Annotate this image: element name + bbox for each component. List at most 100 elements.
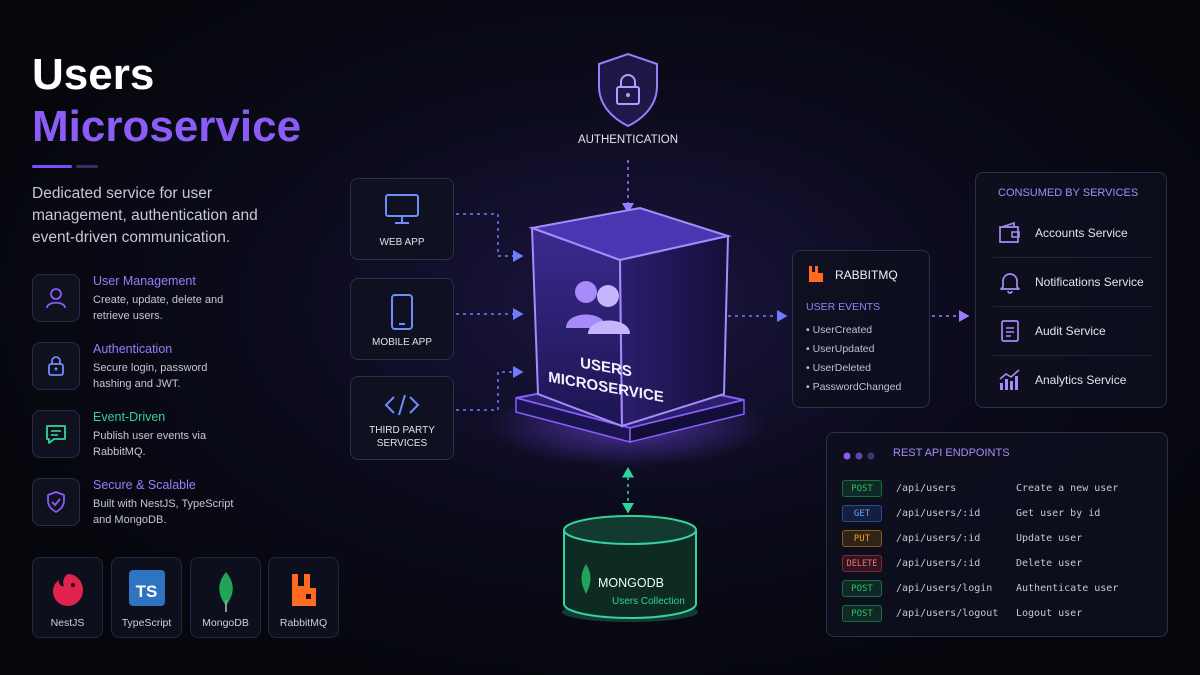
event-item: • PasswordChanged xyxy=(806,381,902,393)
feature-desc: Secure login, password hashing and JWT. xyxy=(93,362,208,390)
feature-authentication: Authentication Secure login, password ha… xyxy=(32,338,312,396)
typescript-badge: TS xyxy=(128,570,165,606)
method-badge-get: GET xyxy=(842,505,882,522)
method-badge-post: POST xyxy=(842,480,882,497)
method-badge-delete: DELETE xyxy=(842,555,882,572)
user-icon xyxy=(32,274,80,322)
service-name: Audit Service xyxy=(1035,324,1106,338)
feature-title: Secure & Scalable xyxy=(93,478,196,492)
tech-label: RabbitMQ xyxy=(279,617,328,629)
endpoint-path: /api/users/login xyxy=(896,583,993,594)
tech-label: TypeScript xyxy=(121,617,172,629)
rabbitmq-panel: RABBITMQ USER EVENTS • UserCreated • Use… xyxy=(792,250,930,408)
mongodb-leaf-icon xyxy=(191,570,260,612)
feature-title: Authentication xyxy=(93,342,173,356)
document-icon xyxy=(997,318,1023,349)
shield-check-icon xyxy=(32,478,80,526)
endpoint-path: /api/users/:id xyxy=(896,508,981,519)
endpoint-desc: Logout user xyxy=(1016,608,1083,619)
service-accounts: Accounts Service xyxy=(993,214,1153,254)
feature-desc: Built with NestJS, TypeScript and MongoD… xyxy=(93,498,234,526)
tech-rabbitmq: RabbitMQ xyxy=(268,557,339,638)
method-badge-put: PUT xyxy=(842,530,882,547)
monitor-icon xyxy=(351,193,453,225)
user-events-label: USER EVENTS xyxy=(806,301,881,313)
endpoint-row: GET /api/users/:id Get user by id xyxy=(842,503,1152,525)
consumers-panel xyxy=(975,172,1167,408)
page-title-line2: Microservice xyxy=(32,102,302,151)
feature-secure-scalable: Secure & Scalable Built with NestJS, Typ… xyxy=(32,474,312,532)
method-badge-post: POST xyxy=(842,580,882,597)
lock-icon xyxy=(32,342,80,390)
endpoint-path: /api/users/:id xyxy=(896,533,981,544)
bell-icon xyxy=(997,269,1023,300)
api-endpoints-panel xyxy=(826,432,1168,637)
service-name: Accounts Service xyxy=(1035,226,1128,240)
service-analytics: Analytics Service xyxy=(993,361,1153,401)
authentication-shield-icon xyxy=(591,50,665,130)
code-icon xyxy=(351,391,453,419)
endpoint-desc: Authenticate user xyxy=(1016,583,1119,594)
service-notifications: Notifications Service xyxy=(993,263,1153,303)
endpoint-row: PUT /api/users/:id Update user xyxy=(842,528,1152,550)
tech-label: MongoDB xyxy=(202,617,249,629)
page-title-line1: Users xyxy=(32,50,155,99)
event-name: UserCreated xyxy=(812,324,873,336)
feature-title: Event-Driven xyxy=(93,410,166,424)
users-group-icon xyxy=(562,276,634,343)
endpoint-path: /api/users xyxy=(896,483,957,494)
event-name: UserUpdated xyxy=(812,343,875,355)
title-underline xyxy=(32,165,72,168)
feature-user-management: User Management Create, update, delete a… xyxy=(32,270,312,328)
rabbitmq-logo-icon xyxy=(807,265,825,288)
separator xyxy=(993,257,1153,258)
users-microservice-core: USERS MICROSERVICE xyxy=(480,180,770,480)
client-third-party: THIRD PARTY SERVICES xyxy=(350,376,454,460)
endpoint-path: /api/users/logout xyxy=(896,608,999,619)
endpoint-desc: Delete user xyxy=(1016,558,1083,569)
endpoint-desc: Update user xyxy=(1016,533,1083,544)
endpoint-row: POST /api/users Create a new user xyxy=(842,478,1152,500)
endpoint-desc: Get user by id xyxy=(1016,508,1101,519)
event-item: • UserDeleted xyxy=(806,362,871,374)
endpoint-row: DELETE /api/users/:id Delete user xyxy=(842,553,1152,575)
service-audit: Audit Service xyxy=(993,312,1153,352)
client-web-app: WEB APP xyxy=(350,178,454,260)
event-name: UserDeleted xyxy=(812,362,871,374)
message-icon xyxy=(32,410,80,458)
feature-event-driven: Event-Driven Publish user events via Rab… xyxy=(32,406,312,464)
endpoint-row: POST /api/users/logout Logout user xyxy=(842,603,1152,625)
typescript-logo-icon: TS xyxy=(112,570,181,606)
consumers-title: CONSUMED BY SERVICES xyxy=(998,187,1139,199)
method-badge-post: POST xyxy=(842,605,882,622)
event-item: • UserUpdated xyxy=(806,343,875,355)
mongodb-database: MONGODB Users Collection xyxy=(560,512,700,624)
client-mobile-app: MOBILE APP xyxy=(350,278,454,360)
separator xyxy=(993,355,1153,356)
feature-title: User Management xyxy=(93,274,196,288)
api-title: REST API ENDPOINTS xyxy=(893,447,1010,459)
tech-nestjs: NestJS xyxy=(32,557,103,638)
endpoint-row: POST /api/users/login Authenticate user xyxy=(842,578,1152,600)
event-item: • UserCreated xyxy=(806,324,873,336)
tech-label: NestJS xyxy=(50,617,85,629)
rabbitmq-title: RABBITMQ xyxy=(835,268,898,282)
smartphone-icon xyxy=(351,293,453,331)
client-label: THIRD PARTY SERVICES xyxy=(369,425,435,449)
page-description: Dedicated service for user management, a… xyxy=(32,185,258,246)
rabbitmq-logo-icon xyxy=(269,570,338,610)
db-subtitle: Users Collection xyxy=(612,596,685,607)
feature-desc: Create, update, delete and retrieve user… xyxy=(93,294,224,322)
db-name: MONGODB xyxy=(598,576,664,590)
tech-typescript: TS TypeScript xyxy=(111,557,182,638)
nestjs-logo-icon xyxy=(33,570,102,610)
endpoint-path: /api/users/:id xyxy=(896,558,981,569)
event-name: PasswordChanged xyxy=(812,381,902,393)
client-label: MOBILE APP xyxy=(371,337,433,348)
service-name: Notifications Service xyxy=(1035,275,1144,289)
wallet-icon xyxy=(997,220,1023,251)
tech-mongodb: MongoDB xyxy=(190,557,261,638)
title-underline-secondary xyxy=(76,165,98,168)
separator xyxy=(993,306,1153,307)
